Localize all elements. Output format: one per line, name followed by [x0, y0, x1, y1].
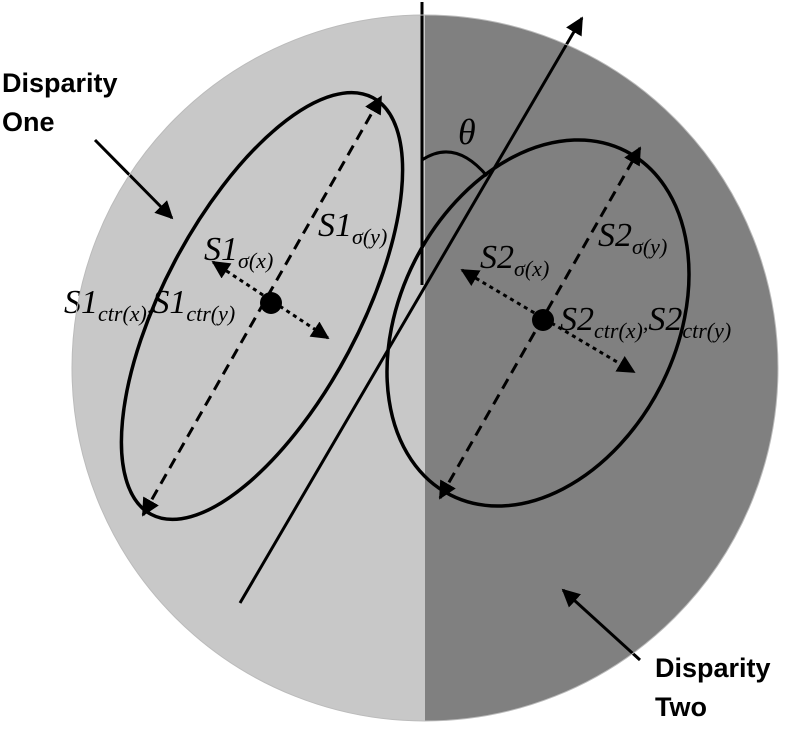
s2-center-point [532, 309, 554, 331]
s2-sigma-y-label: S2σ(y) [598, 217, 667, 259]
theta-label: θ [458, 112, 476, 152]
s1-center-point [260, 292, 282, 314]
disparity-one-pointer-arrow [93, 138, 174, 220]
disparity-one-region [72, 15, 425, 721]
outer-circle-edge [71, 14, 779, 722]
disparity-two-region [425, 15, 778, 721]
s1-sigma-y-label: S1σ(y) [318, 207, 387, 249]
s1-sigma-x-axis [211, 260, 330, 340]
disparity-two-label: Disparity Two [655, 653, 778, 722]
s2-center-label: S2ctr(x),S2ctr(y) [560, 301, 731, 343]
disparity-two-pointer-arrow [561, 588, 642, 662]
s2-sigma-x-label: S2σ(x) [480, 239, 549, 281]
disparity-one-label: Disparity One [2, 68, 125, 137]
s1-sigma-x-label: S1σ(x) [204, 231, 273, 273]
